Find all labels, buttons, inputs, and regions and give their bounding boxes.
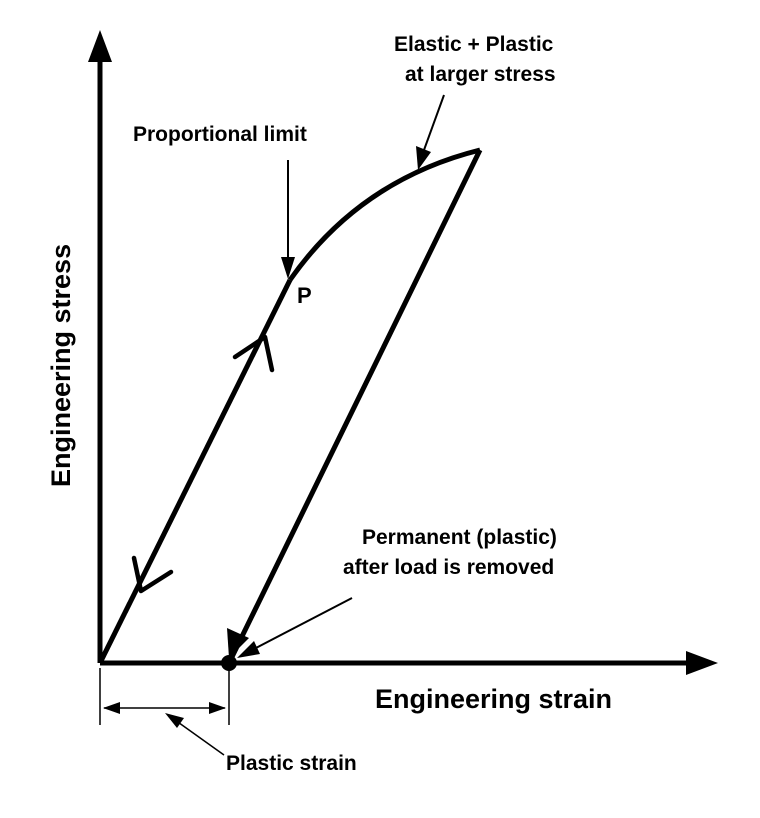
plastic-curve xyxy=(287,147,481,282)
plastic-strain-pointer-arrowhead xyxy=(165,713,184,728)
permanent-pointer xyxy=(251,597,353,651)
loading-direction-chevron xyxy=(232,334,275,373)
elastic-plastic-pointer xyxy=(423,94,445,151)
permanent-label-line1: Permanent (plastic) xyxy=(362,526,557,549)
y-axis-arrowhead xyxy=(88,30,112,62)
unloading-arrowhead xyxy=(227,628,249,658)
plastic-strain-label: Plastic strain xyxy=(226,752,357,775)
unloading-direction-chevron xyxy=(131,555,174,594)
elastic-plastic-arrowhead xyxy=(416,146,431,170)
elastic-plastic-label-line1: Elastic + Plastic xyxy=(394,33,554,56)
y-axis-label: Engineering stress xyxy=(46,244,76,487)
plastic-strain-arrowhead-left xyxy=(103,702,120,714)
elastic-plastic-label-line2: at larger stress xyxy=(405,63,556,86)
plastic-strain-arrowhead-right xyxy=(209,702,226,714)
permanent-label-line2: after load is removed xyxy=(343,556,554,579)
unloading-line xyxy=(226,148,483,665)
x-axis-arrowhead xyxy=(686,651,718,675)
permanent-set-point xyxy=(221,655,237,671)
proportional-limit-label: Proportional limit xyxy=(133,123,307,146)
proportional-limit-arrowhead xyxy=(281,257,295,279)
plastic-strain-pointer xyxy=(174,719,225,756)
x-axis-label: Engineering strain xyxy=(375,684,612,714)
permanent-arrowhead xyxy=(237,641,260,658)
point-p-label: P xyxy=(297,283,312,308)
